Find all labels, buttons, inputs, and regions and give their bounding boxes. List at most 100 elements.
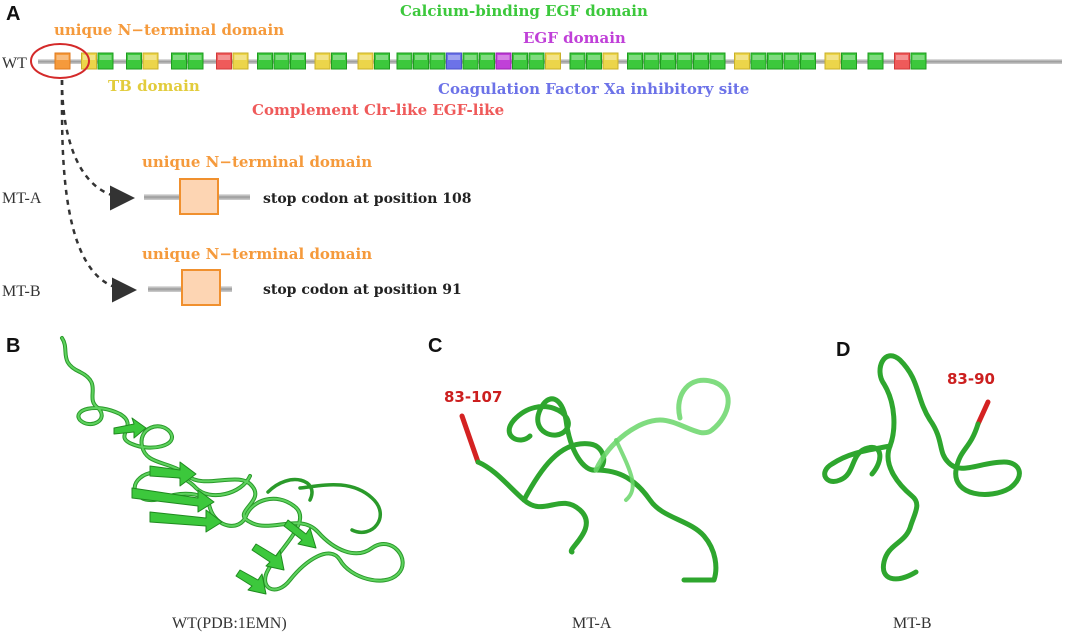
wt-domain-highlight xyxy=(514,55,526,60)
wt-domain-highlight xyxy=(189,55,202,60)
wt-domain-highlight xyxy=(896,55,908,60)
wt-domain-block-calcium-egf xyxy=(479,52,495,70)
wt-domain-block-calcium-egf xyxy=(462,52,479,70)
wt-domain-block-calcium-egf xyxy=(841,52,857,70)
wt-domain-track xyxy=(54,52,927,70)
mta-domain-label: unique N−terminal domain xyxy=(142,153,372,171)
panel-letter-c: C xyxy=(428,335,442,357)
wt-domain-highlight xyxy=(398,55,411,60)
wt-domain-block-calcium-egf xyxy=(767,52,783,70)
label-unique-n-terminal: unique N−terminal domain xyxy=(54,21,284,39)
wt-domain-highlight xyxy=(826,55,839,60)
wt-domain-block-calcium-egf xyxy=(97,52,114,70)
panel-letter-d: D xyxy=(836,339,850,361)
wt-domain-highlight xyxy=(316,55,329,60)
label-tb: TB domain xyxy=(108,77,200,95)
wt-domain-highlight xyxy=(234,55,247,60)
mta-domain-box xyxy=(179,178,219,215)
mtb-domain-box xyxy=(181,269,221,306)
wt-domain-block-egf xyxy=(495,52,512,70)
wt-domain-highlight xyxy=(769,55,781,60)
wt-domain-highlight xyxy=(912,55,925,60)
wt-domain-highlight xyxy=(128,55,140,60)
wt-domain-highlight xyxy=(292,55,304,60)
wt-domain-highlight xyxy=(376,55,388,60)
caption-wt: WT(PDB:1EMN) xyxy=(172,615,287,632)
wt-domain-block-calcium-egf xyxy=(187,52,204,70)
mtb-label: MT-B xyxy=(2,283,41,300)
wt-domain-block-calcium-egf xyxy=(643,52,660,70)
wt-domain-block-tb xyxy=(734,52,750,70)
wt-domain-highlight xyxy=(464,55,477,60)
wt-domain-highlight xyxy=(662,55,674,60)
wt-domain-block-calcium-egf xyxy=(374,52,390,70)
wt-domain-highlight xyxy=(448,55,460,60)
mtb-residue-label: 83-90 xyxy=(947,370,995,388)
mta-residue-label: 83-107 xyxy=(444,388,502,406)
wt-domain-block-calcium-egf xyxy=(627,52,643,70)
arrow-to-mtb xyxy=(60,79,137,303)
label-complement: Complement Clr-like EGF-like xyxy=(252,101,504,119)
wt-domain-block-tb xyxy=(314,52,331,70)
wt-domain-highlight xyxy=(359,55,372,60)
wt-domain-highlight xyxy=(173,55,185,60)
wt-domain-highlight xyxy=(497,55,510,60)
wt-domain-highlight xyxy=(645,55,658,60)
caption-mtb: MT-B xyxy=(893,615,932,632)
wt-domain-block-calcium-egf xyxy=(331,52,347,70)
wt-domain-highlight xyxy=(711,55,724,60)
wt-domain-block-complement xyxy=(216,52,232,70)
wt-domain-block-tb xyxy=(824,52,841,70)
wt-domain-highlight xyxy=(333,55,345,60)
wt-domain-highlight xyxy=(785,55,798,60)
wt-domain-block-unique-n xyxy=(54,52,71,70)
wt-domain-highlight xyxy=(431,55,444,60)
wt-domain-highlight xyxy=(547,55,559,60)
wt-domain-highlight xyxy=(588,55,600,60)
wt-domain-block-calcium-egf xyxy=(429,52,446,70)
wt-domain-block-tb xyxy=(232,52,249,70)
wt-label: WT xyxy=(2,55,27,72)
panel-letter-b: B xyxy=(6,335,20,357)
label-egf: EGF domain xyxy=(523,29,626,47)
wt-domain-highlight xyxy=(629,55,641,60)
wt-domain-block-calcium-egf xyxy=(709,52,726,70)
wt-domain-block-tb xyxy=(142,52,159,70)
panel-letter-a: A xyxy=(6,3,20,25)
wt-domain-highlight xyxy=(56,55,69,60)
wt-domain-highlight xyxy=(736,55,748,60)
wt-domain-highlight xyxy=(415,55,427,60)
wt-domain-block-calcium-egf xyxy=(693,52,709,70)
wt-domain-highlight xyxy=(259,55,271,60)
wt-domain-highlight xyxy=(99,55,112,60)
wt-domain-block-calcium-egf xyxy=(676,52,693,70)
wt-domain-block-calcium-egf xyxy=(750,52,767,70)
label-coagulation: Coagulation Factor Xa inhibitory site xyxy=(438,80,749,98)
wt-domain-block-calcium-egf xyxy=(867,52,884,70)
wt-domain-highlight xyxy=(571,55,584,60)
wt-protein-structure xyxy=(60,336,405,595)
wt-domain-highlight xyxy=(275,55,288,60)
wt-domain-highlight xyxy=(218,55,230,60)
wt-domain-block-calcium-egf xyxy=(290,52,306,70)
wt-domain-highlight xyxy=(604,55,617,60)
wt-domain-highlight xyxy=(144,55,157,60)
mtb-protein-structure xyxy=(822,353,1022,582)
wt-domain-block-calcium-egf xyxy=(512,52,528,70)
wt-domain-block-calcium-egf xyxy=(126,52,142,70)
wt-domain-block-calcium-egf xyxy=(910,52,927,70)
wt-domain-block-calcium-egf xyxy=(783,52,800,70)
wt-domain-highlight xyxy=(752,55,765,60)
wt-domain-block-calcium-egf xyxy=(257,52,273,70)
wt-domain-block-tb xyxy=(357,52,374,70)
wt-domain-block-calcium-egf xyxy=(528,52,545,70)
wt-domain-block-tb xyxy=(602,52,619,70)
wt-domain-block-calcium-egf xyxy=(171,52,187,70)
wt-domain-block-calcium-egf xyxy=(273,52,290,70)
wt-domain-highlight xyxy=(695,55,707,60)
wt-domain-block-tb xyxy=(545,52,561,70)
arrow-to-mta xyxy=(60,79,135,211)
label-calcium-egf: Calcium-binding EGF domain xyxy=(400,2,648,20)
wt-domain-highlight xyxy=(481,55,493,60)
